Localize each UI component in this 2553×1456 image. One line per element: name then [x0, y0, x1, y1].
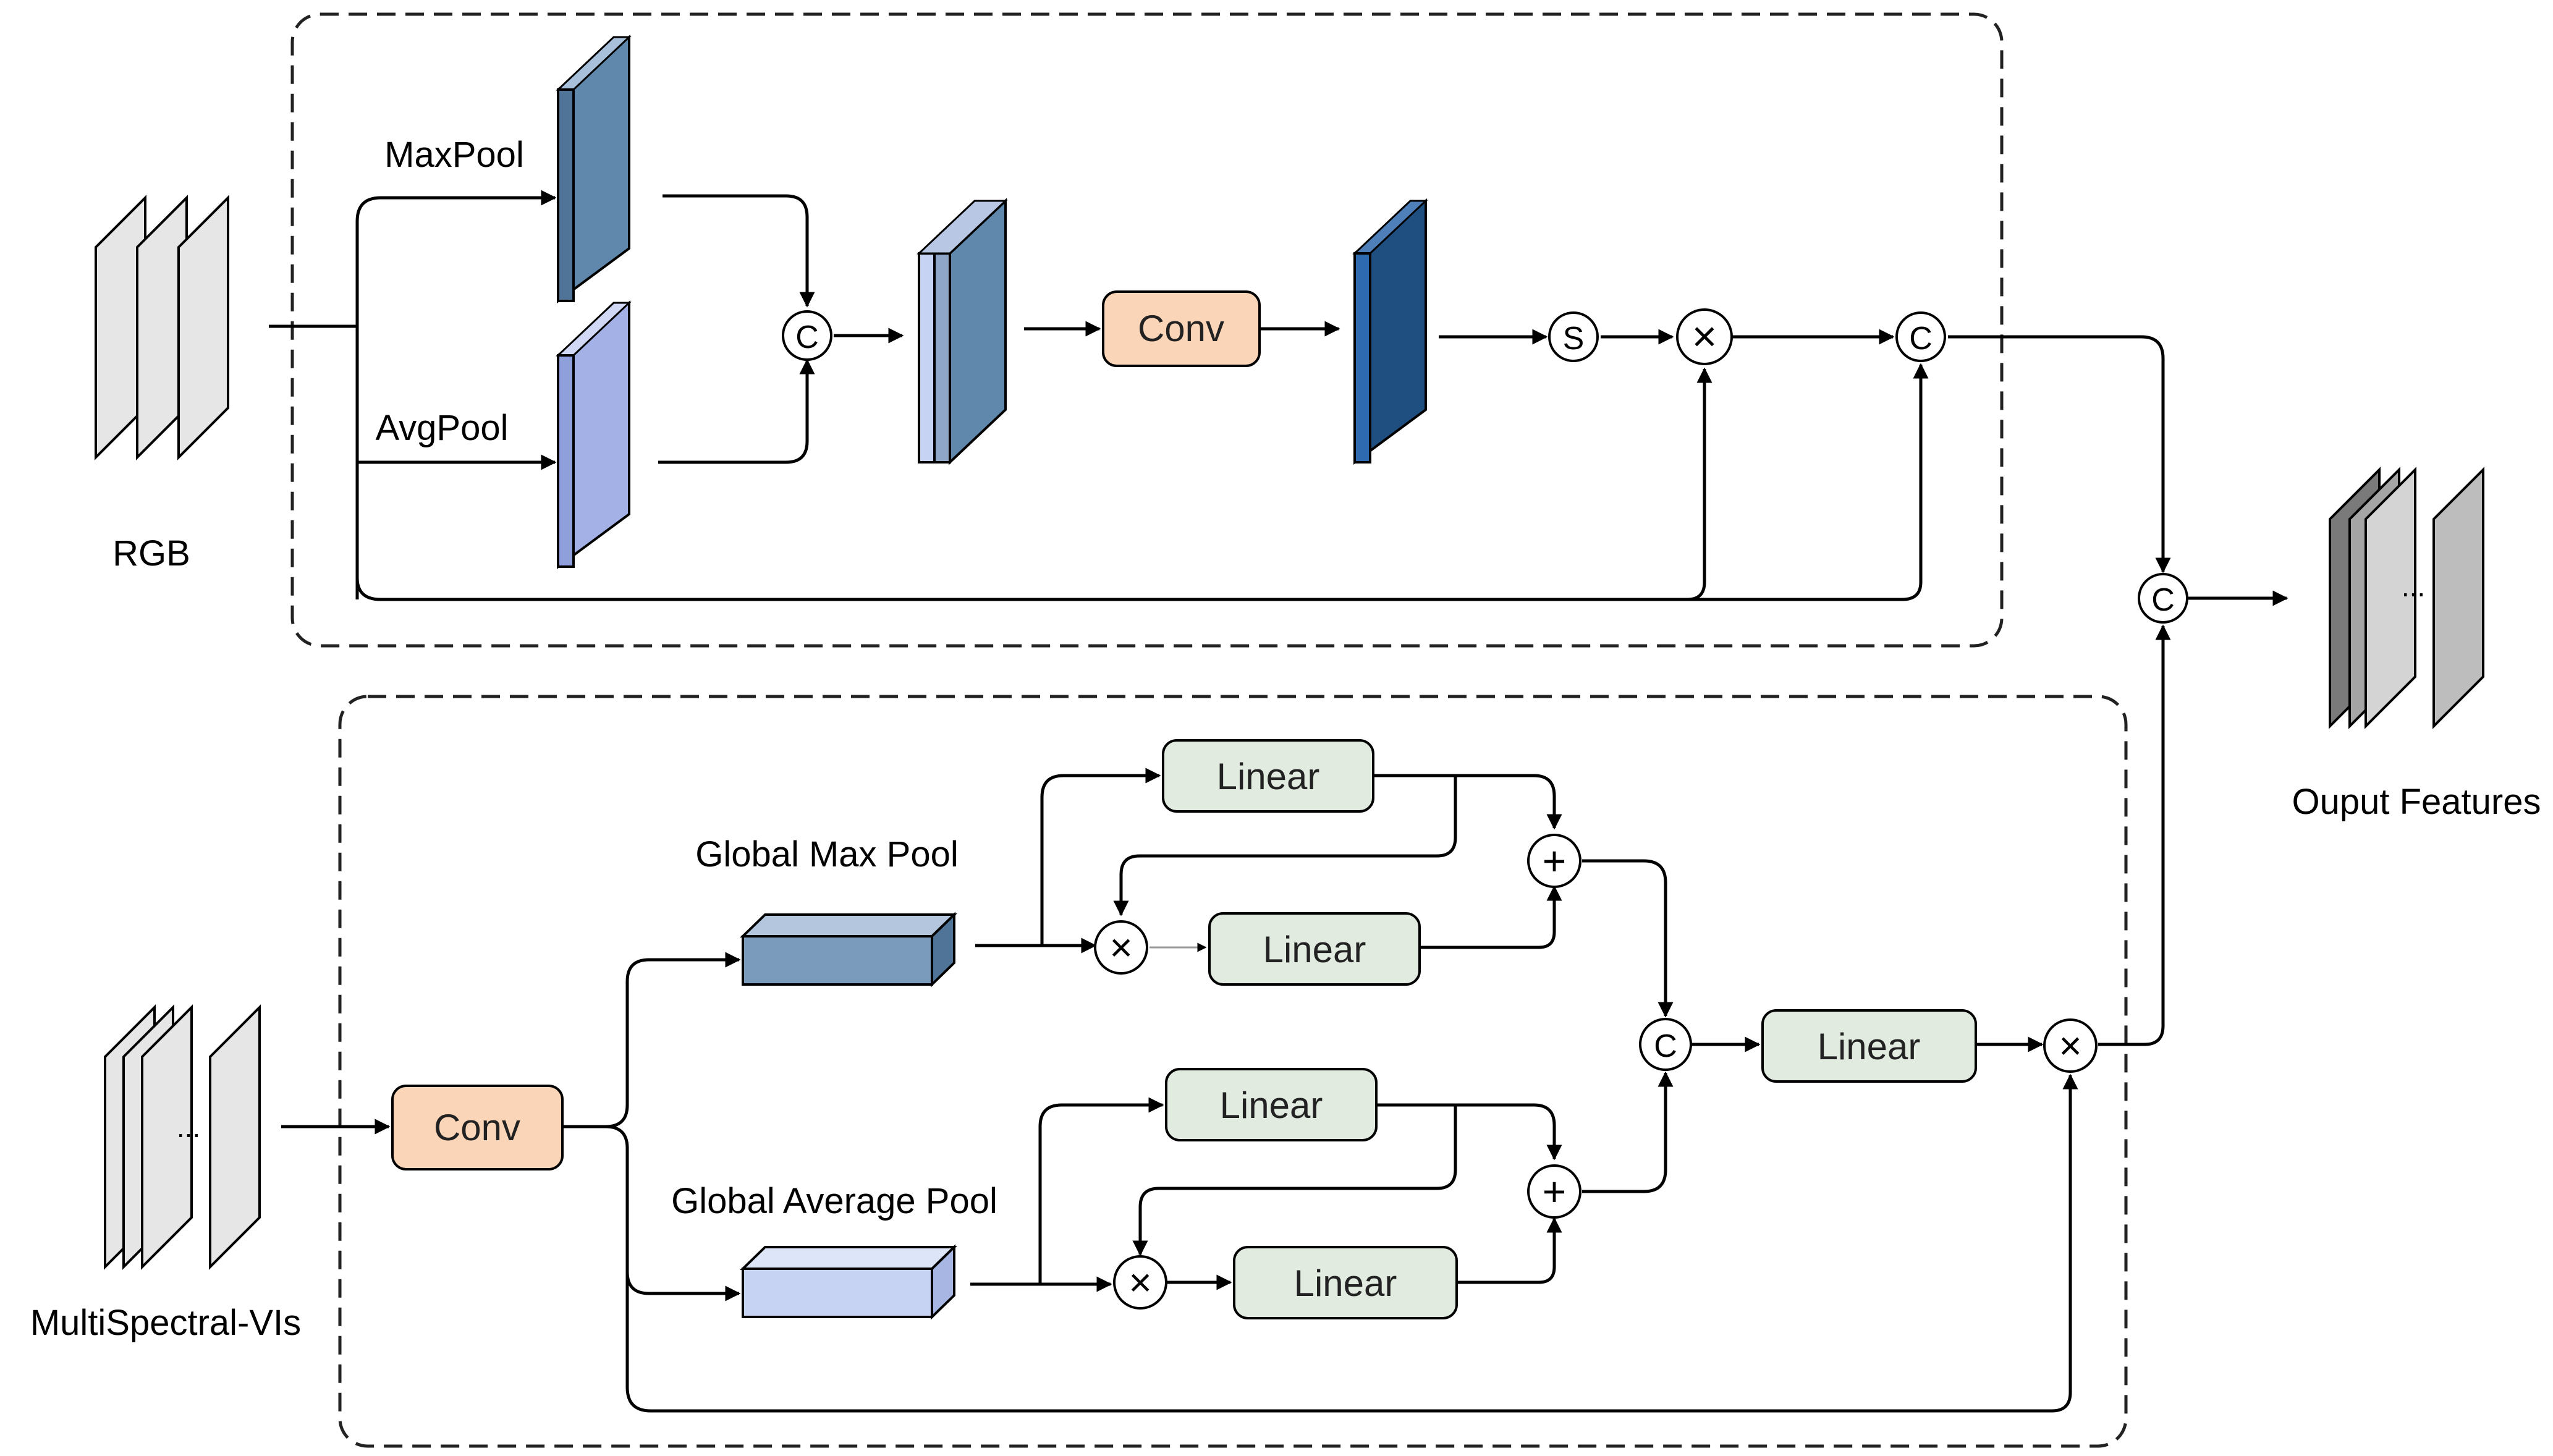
avgpool-label: AvgPool	[376, 408, 509, 448]
sigmoid-operator: S	[1548, 311, 1599, 362]
concatenated-feature	[917, 198, 1008, 465]
multiply-operator-ms: ×	[2043, 1018, 2098, 1073]
global-max-pool-feature	[740, 912, 957, 988]
linear-block-avg-bottom: Linear	[1233, 1246, 1458, 1319]
global-average-pool-label: Global Average Pool	[671, 1181, 997, 1221]
svg-text:+: +	[1543, 838, 1567, 884]
add-operator-max: +	[1527, 834, 1581, 888]
svg-text:Linear: Linear	[1217, 756, 1320, 797]
svg-text:S: S	[1563, 321, 1585, 357]
multiply-operator-rgb: ×	[1676, 308, 1733, 365]
multispectral-flow-lines	[281, 624, 2171, 1413]
concat-operator-rgb-2: C	[1895, 311, 1946, 362]
multiply-operator-max: ×	[1094, 920, 1148, 975]
concat-operator-final: C	[2138, 573, 2188, 624]
output-feature-stack	[2329, 467, 2484, 729]
rgb-flow-lines	[269, 190, 2171, 601]
multispectral-input-stack	[104, 1004, 261, 1270]
svg-text:Linear: Linear	[1220, 1085, 1323, 1126]
output-ellipsis: ...	[2402, 570, 2425, 603]
add-operator-avg: +	[1527, 1164, 1581, 1219]
concat-operator-rgb-1: C	[782, 310, 832, 361]
svg-text:×: ×	[1128, 1260, 1151, 1305]
linear-block-max-bottom: Linear	[1208, 912, 1421, 986]
svg-text:×: ×	[2059, 1023, 2081, 1068]
multispectral-attention-module	[338, 695, 2128, 1448]
rgb-input-stack	[95, 195, 229, 460]
avgpool-feature	[556, 300, 632, 569]
svg-text:Linear: Linear	[1263, 929, 1366, 970]
concat-operator-ms: C	[1639, 1018, 1692, 1071]
svg-text:C: C	[795, 320, 819, 355]
global-max-pool-label: Global Max Pool	[695, 834, 959, 874]
svg-text:×: ×	[1109, 925, 1132, 970]
rgb-label: RGB	[112, 533, 190, 574]
linear-block-fusion: Linear	[1761, 1009, 1977, 1083]
svg-text:C: C	[1909, 321, 1933, 357]
svg-text:Linear: Linear	[1294, 1263, 1397, 1304]
multispectral-label: MultiSpectral-VIs	[30, 1303, 301, 1343]
svg-text:Linear: Linear	[1818, 1026, 1921, 1067]
svg-text:+: +	[1543, 1169, 1567, 1214]
conv-ms-label: Conv	[434, 1107, 520, 1148]
global-average-pool-feature	[740, 1244, 957, 1320]
conv-rgb-label: Conv	[1138, 308, 1224, 349]
maxpool-label: MaxPool	[384, 135, 524, 175]
conv-block-rgb: Conv	[1102, 290, 1261, 367]
linear-block-avg-top: Linear	[1165, 1068, 1378, 1141]
conv-block-ms: Conv	[391, 1085, 564, 1170]
svg-text:C: C	[2151, 582, 2175, 618]
output-features-label: Ouput Features	[2292, 782, 2541, 822]
svg-text:×: ×	[1692, 312, 1717, 360]
conv-output-feature	[1352, 198, 1428, 465]
linear-block-max-top: Linear	[1162, 739, 1374, 813]
maxpool-feature	[556, 35, 632, 303]
multiply-operator-avg: ×	[1113, 1255, 1167, 1310]
multispectral-ellipsis: ...	[177, 1111, 200, 1143]
svg-text:C: C	[1654, 1028, 1677, 1064]
rgb-attention-module	[290, 12, 2004, 648]
